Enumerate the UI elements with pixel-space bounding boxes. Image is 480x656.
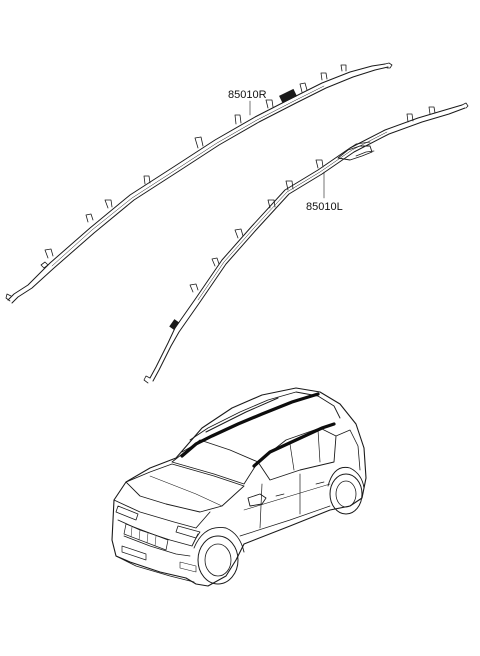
curtain-airbag-left[interactable] (143, 102, 469, 384)
part-label-85010R: 85010R (228, 89, 267, 101)
curtain-airbag-right[interactable] (5, 62, 393, 304)
part-label-85010L: 85010L (306, 201, 343, 213)
vehicle-illustration (111, 387, 367, 587)
